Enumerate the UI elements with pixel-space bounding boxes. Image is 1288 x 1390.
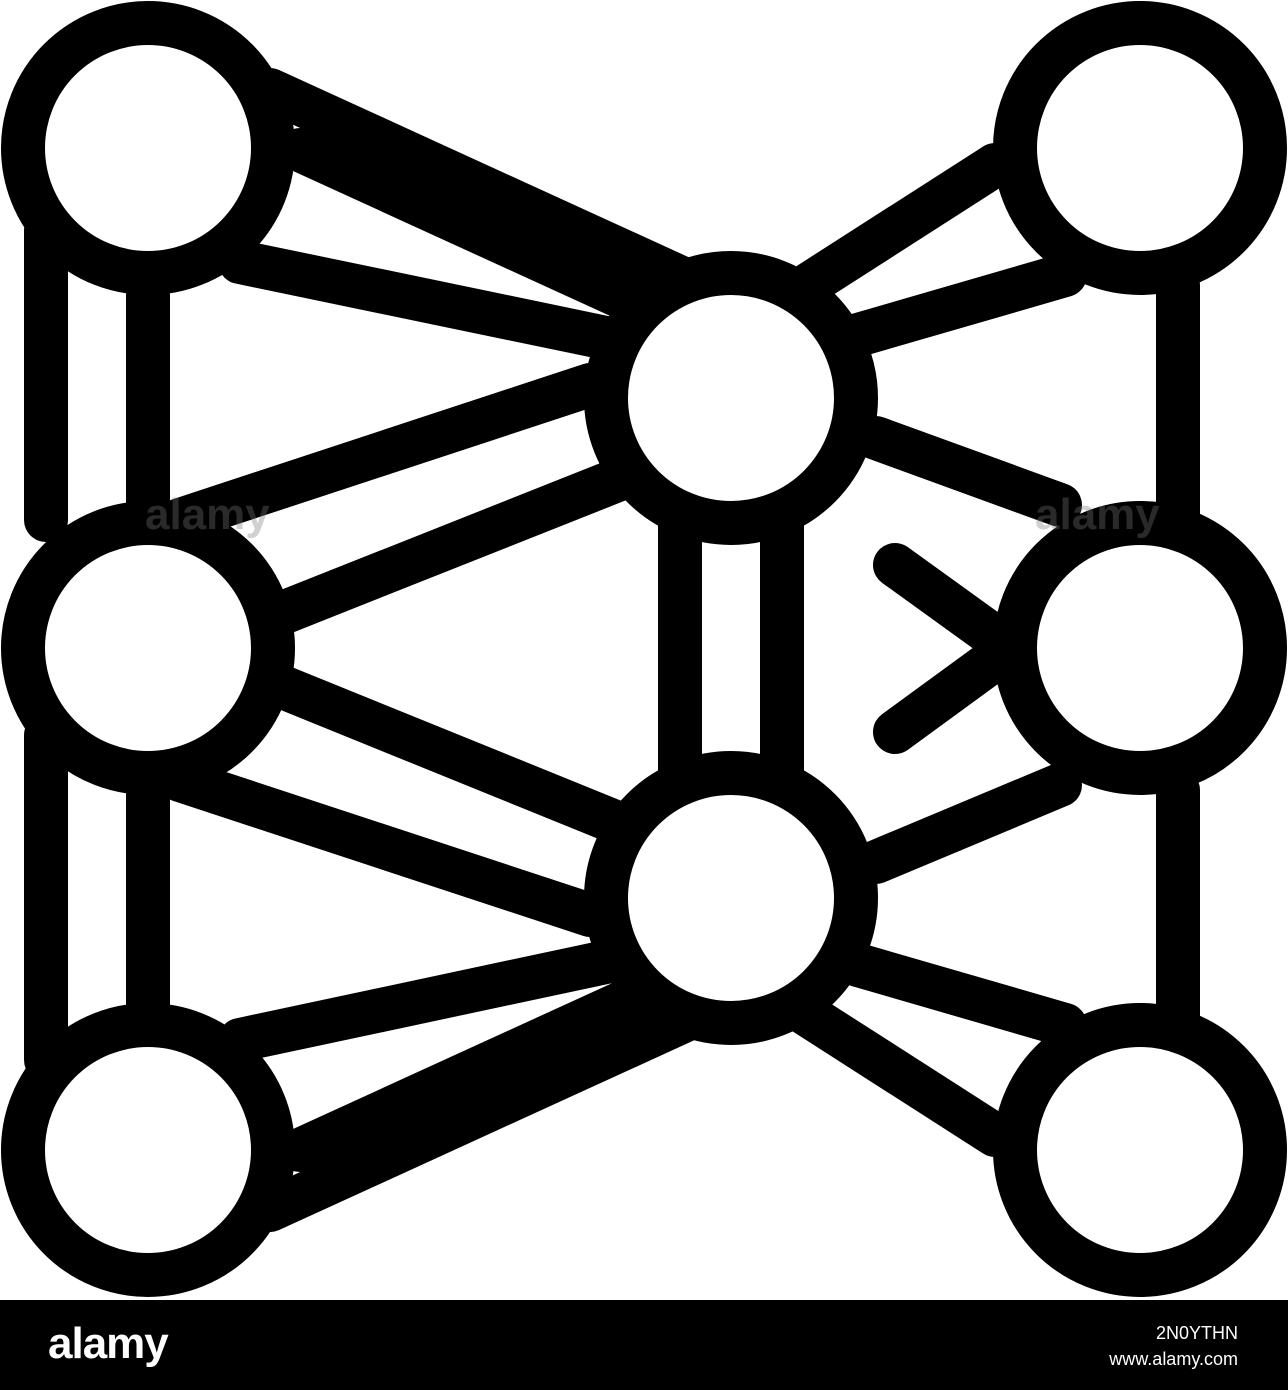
node-bottom-right [993, 1003, 1287, 1297]
node-bottom-left [1, 1003, 295, 1297]
footer-image-info: 2N0YTHN www.alamy.com [1109, 1320, 1238, 1372]
edge-tl-ct-mid [278, 128, 672, 332]
node-middle-left [1, 501, 295, 795]
footer-site: www.alamy.com [1109, 1349, 1238, 1369]
footer-bar: alamy 2N0YTHN www.alamy.com [0, 1300, 1288, 1390]
neural-network-graph-icon [1, 1, 1287, 1297]
edge-br-cb-outer [778, 988, 1017, 1157]
edge-tl-ct-inner [218, 240, 628, 360]
footer-image-id: 2N0YTHN [1155, 1323, 1238, 1343]
edge-ml-cb-upper [263, 666, 652, 850]
edge-tl-ct-outer [248, 68, 712, 304]
edge-ml-ct-lower [263, 453, 652, 634]
edge-bl-cb-outer [248, 996, 712, 1232]
edge-ml-cb-lower [158, 758, 612, 937]
edge-mr-cb [854, 763, 1082, 884]
edge-bl-cb-mid [278, 968, 672, 1172]
edge-bl-cb-inner [218, 940, 628, 1062]
node-middle-right [993, 501, 1287, 795]
chevron-right-icon [873, 543, 1032, 754]
footer-logo: alamy [48, 1319, 169, 1368]
edge-tr-ct-inner [836, 253, 1087, 357]
node-top-left [1, 1, 295, 295]
node-center-bottom [584, 751, 878, 1045]
edge-ml-ct-upper [158, 363, 612, 542]
node-group [1, 1, 1287, 1297]
edge-br-cb-inner [836, 943, 1087, 1047]
node-center-top [584, 251, 878, 545]
node-top-right [993, 1, 1287, 295]
edge-tr-ct-outer [778, 143, 1017, 312]
edge-mr-ct [854, 416, 1082, 527]
